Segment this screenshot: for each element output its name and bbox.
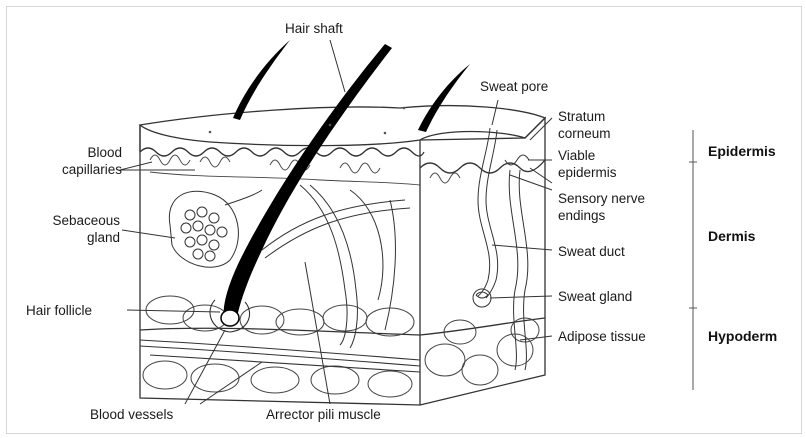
label-adipose-tissue: Adipose tissue: [558, 328, 646, 345]
label-sensory-nerve-endings-line2: endings: [558, 207, 645, 224]
label-viable-epidermis-line1: Viable: [558, 147, 617, 164]
label-stratum-corneum: Stratum corneum: [558, 108, 611, 142]
label-arrector-pili-muscle: Arrector pili muscle: [266, 406, 381, 423]
label-viable-epidermis-line2: epidermis: [558, 164, 617, 181]
label-stratum-corneum-line1: Stratum: [558, 108, 611, 125]
label-viable-epidermis: Viable epidermis: [558, 147, 617, 181]
label-hair-follicle: Hair follicle: [26, 302, 92, 319]
label-blood-vessels: Blood vessels: [90, 406, 173, 423]
label-stratum-corneum-line2: corneum: [558, 125, 611, 142]
label-sweat-pore: Sweat pore: [480, 78, 548, 95]
label-sebaceous-gland: Sebaceous gland: [24, 212, 120, 246]
sweat-duct-and-gland: [473, 128, 529, 370]
layer-bracket: [689, 130, 697, 390]
layer-label-hypodermis: Hypoderm: [708, 328, 802, 345]
label-sweat-gland: Sweat gland: [558, 288, 632, 305]
label-blood-capillaries: Blood capillaries: [34, 144, 122, 178]
label-hair-shaft: Hair shaft: [285, 20, 343, 37]
label-blood-capillaries-line2: capillaries: [34, 161, 122, 178]
label-blood-capillaries-line1: Blood: [34, 144, 122, 161]
label-sensory-nerve-endings-line1: Sensory nerve: [558, 190, 645, 207]
layer-label-epidermis: Epidermis: [708, 143, 776, 160]
label-sebaceous-gland-line1: Sebaceous: [24, 212, 120, 229]
label-sweat-duct: Sweat duct: [558, 243, 625, 260]
label-sebaceous-gland-line2: gland: [24, 229, 120, 246]
label-sensory-nerve-endings: Sensory nerve endings: [558, 190, 645, 224]
arrector-pili-and-nerves: [262, 185, 410, 348]
hair-shaft-and-follicle: [210, 44, 392, 332]
layer-label-dermis: Dermis: [708, 228, 755, 245]
